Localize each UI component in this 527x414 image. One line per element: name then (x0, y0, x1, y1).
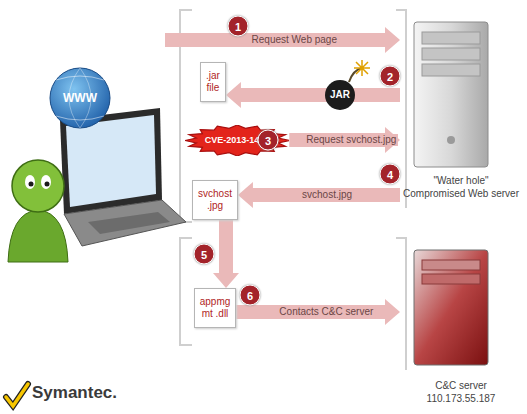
user-pupil (29, 182, 34, 187)
web-server: "Water hole"Compromised Web server (400, 15, 522, 200)
arrow-head (385, 27, 400, 53)
drive-bay (422, 32, 480, 44)
node-text: svchost .jpg (198, 188, 232, 212)
globe-line (56, 76, 104, 120)
node-text: WWW (63, 91, 97, 105)
callout-number: 3 (258, 130, 279, 151)
file-icon: svchost .jpg (192, 180, 238, 220)
node-text: appmg mt .dll (200, 296, 231, 320)
user-eye (41, 175, 51, 189)
node-text: .jar file (206, 70, 220, 94)
user-pupil (45, 182, 50, 187)
flow-arrow (238, 182, 400, 208)
arrow-head (385, 299, 400, 325)
arrow-band (252, 188, 400, 202)
arrow-band (165, 33, 386, 47)
logo-check (6, 384, 28, 406)
drive-bay (422, 274, 480, 284)
drive-bay (422, 64, 480, 76)
flow-arrow (213, 220, 239, 288)
laptop-keyboard (88, 212, 170, 234)
callout-number: 2 (380, 66, 401, 87)
logo-check (6, 384, 28, 406)
laptop-display (66, 115, 156, 207)
callout-number: 6 (240, 285, 261, 306)
callout-number: 5 (194, 244, 215, 265)
flow-arrow (226, 82, 400, 108)
bracket (396, 238, 406, 370)
node-text: "Water hole" (433, 174, 488, 187)
power-button (447, 136, 455, 144)
bracket (180, 238, 192, 345)
bomb-label: JAR (325, 80, 355, 110)
flow-arrow (165, 27, 400, 53)
drive-bay (422, 260, 480, 270)
user-head (12, 160, 64, 212)
arrow-head (213, 273, 239, 288)
node-text: Compromised Web server (403, 187, 519, 200)
file-icon: .jar file (200, 62, 226, 102)
laptop-base (64, 200, 186, 246)
arrow-band (219, 220, 233, 274)
callout-number: 1 (228, 16, 249, 37)
file-icon: appmg mt .dll (194, 288, 237, 328)
burst-outline (185, 125, 290, 156)
spark (354, 60, 370, 76)
arrow-band (236, 305, 386, 319)
arrow-label: Contacts C&C server (277, 306, 375, 318)
arrow-band (240, 88, 400, 102)
globe (50, 68, 110, 128)
arrow-label: Request svchost.jpg (304, 134, 398, 146)
node-text: C&C server (435, 379, 487, 392)
drive-bay (422, 48, 480, 60)
arrow-head (238, 182, 253, 208)
flow-arrow (236, 299, 400, 325)
node-text: 110.173.55.187 (427, 392, 496, 405)
user-eye (25, 175, 35, 189)
arrow-label: Request Web page (250, 34, 339, 46)
callout-number: 4 (380, 164, 401, 185)
arrow-label: svchost.jpg (300, 189, 354, 201)
brand-logo: Symantec. (32, 383, 117, 403)
arrow-head (226, 82, 241, 108)
flow-arrow (289, 127, 400, 153)
cc-server: C&C server110.173.55.187 (400, 245, 522, 405)
user-computer: WWW (10, 30, 165, 255)
server-tower (414, 250, 488, 365)
server-tower (414, 22, 488, 167)
user-body (8, 210, 68, 262)
